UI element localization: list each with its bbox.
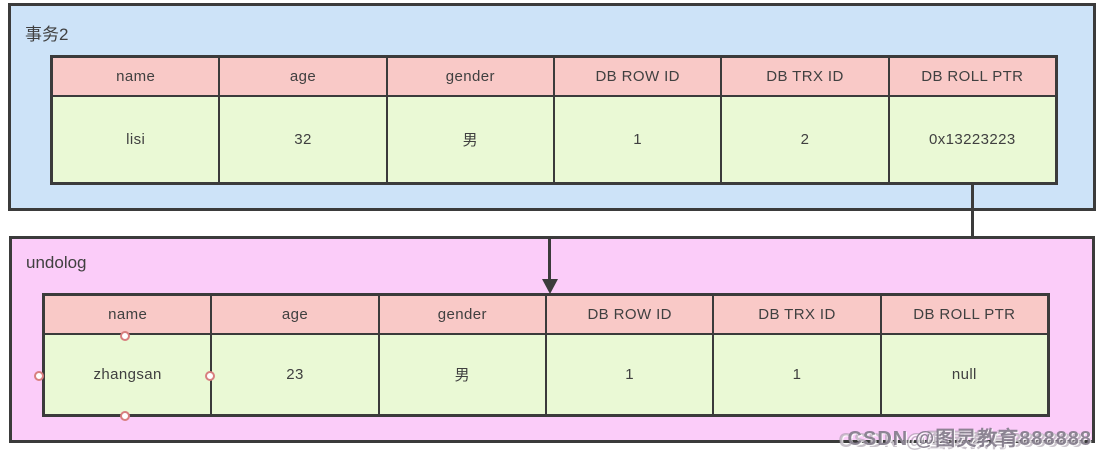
- undolog-header-db-row-id: DB ROW ID: [546, 296, 713, 333]
- undolog-header-age: age: [212, 296, 378, 333]
- undolog-header-db-trx-id: DB TRX ID: [714, 296, 880, 333]
- transaction-header-name: name: [53, 58, 219, 95]
- csdn-watermark-text: CSDN @图灵教育888888: [847, 428, 1092, 450]
- transaction-table: name age gender DB ROW ID DB TRX ID DB R…: [50, 55, 1058, 185]
- transaction-box-label: 事务2: [25, 25, 69, 44]
- transaction-cell-db-trx-id: 2: [722, 97, 888, 182]
- transaction-header-db-row-id: DB ROW ID: [554, 58, 721, 95]
- transaction-header-gender: gender: [387, 58, 553, 95]
- selection-anchor-left[interactable]: [34, 371, 44, 381]
- roll-ptr-connector-vertical-start: [971, 185, 974, 238]
- undolog-cell-db-trx-id: 1: [714, 335, 880, 414]
- transaction-cell-age: 32: [220, 97, 386, 182]
- transaction-cell-db-roll-ptr: 0x13223223: [889, 97, 1055, 182]
- selection-anchor-right[interactable]: [205, 371, 215, 381]
- selection-anchor-bottom[interactable]: [120, 411, 130, 421]
- csdn-watermark-ghost: CSDN @图灵教育888888: [838, 430, 1083, 451]
- transaction-cell-gender: 男: [387, 97, 553, 182]
- roll-ptr-connector-horizontal: [549, 236, 974, 239]
- undolog-cell-gender: 男: [379, 335, 545, 414]
- transaction-header-db-trx-id: DB TRX ID: [722, 58, 888, 95]
- transaction-cell-name: lisi: [53, 97, 219, 182]
- undolog-cell-name[interactable]: zhangsan: [45, 335, 211, 414]
- transaction-cell-db-row-id: 1: [554, 97, 721, 182]
- undolog-header-db-roll-ptr: DB ROLL PTR: [881, 296, 1047, 333]
- arrow-head-icon: [542, 279, 558, 294]
- undolog-cell-db-roll-ptr: null: [881, 335, 1047, 414]
- transaction-header-db-roll-ptr: DB ROLL PTR: [889, 58, 1055, 95]
- transaction-header-age: age: [220, 58, 386, 95]
- undolog-box-label: undolog: [26, 253, 87, 272]
- roll-ptr-connector-vertical-end: [548, 239, 551, 281]
- undolog-cell-db-row-id: 1: [546, 335, 713, 414]
- selection-anchor-top[interactable]: [120, 331, 130, 341]
- undolog-header-name: name: [45, 296, 211, 333]
- undolog-table: name age gender DB ROW ID DB TRX ID DB R…: [42, 293, 1050, 417]
- undolog-header-gender: gender: [379, 296, 545, 333]
- undolog-cell-age: 23: [212, 335, 378, 414]
